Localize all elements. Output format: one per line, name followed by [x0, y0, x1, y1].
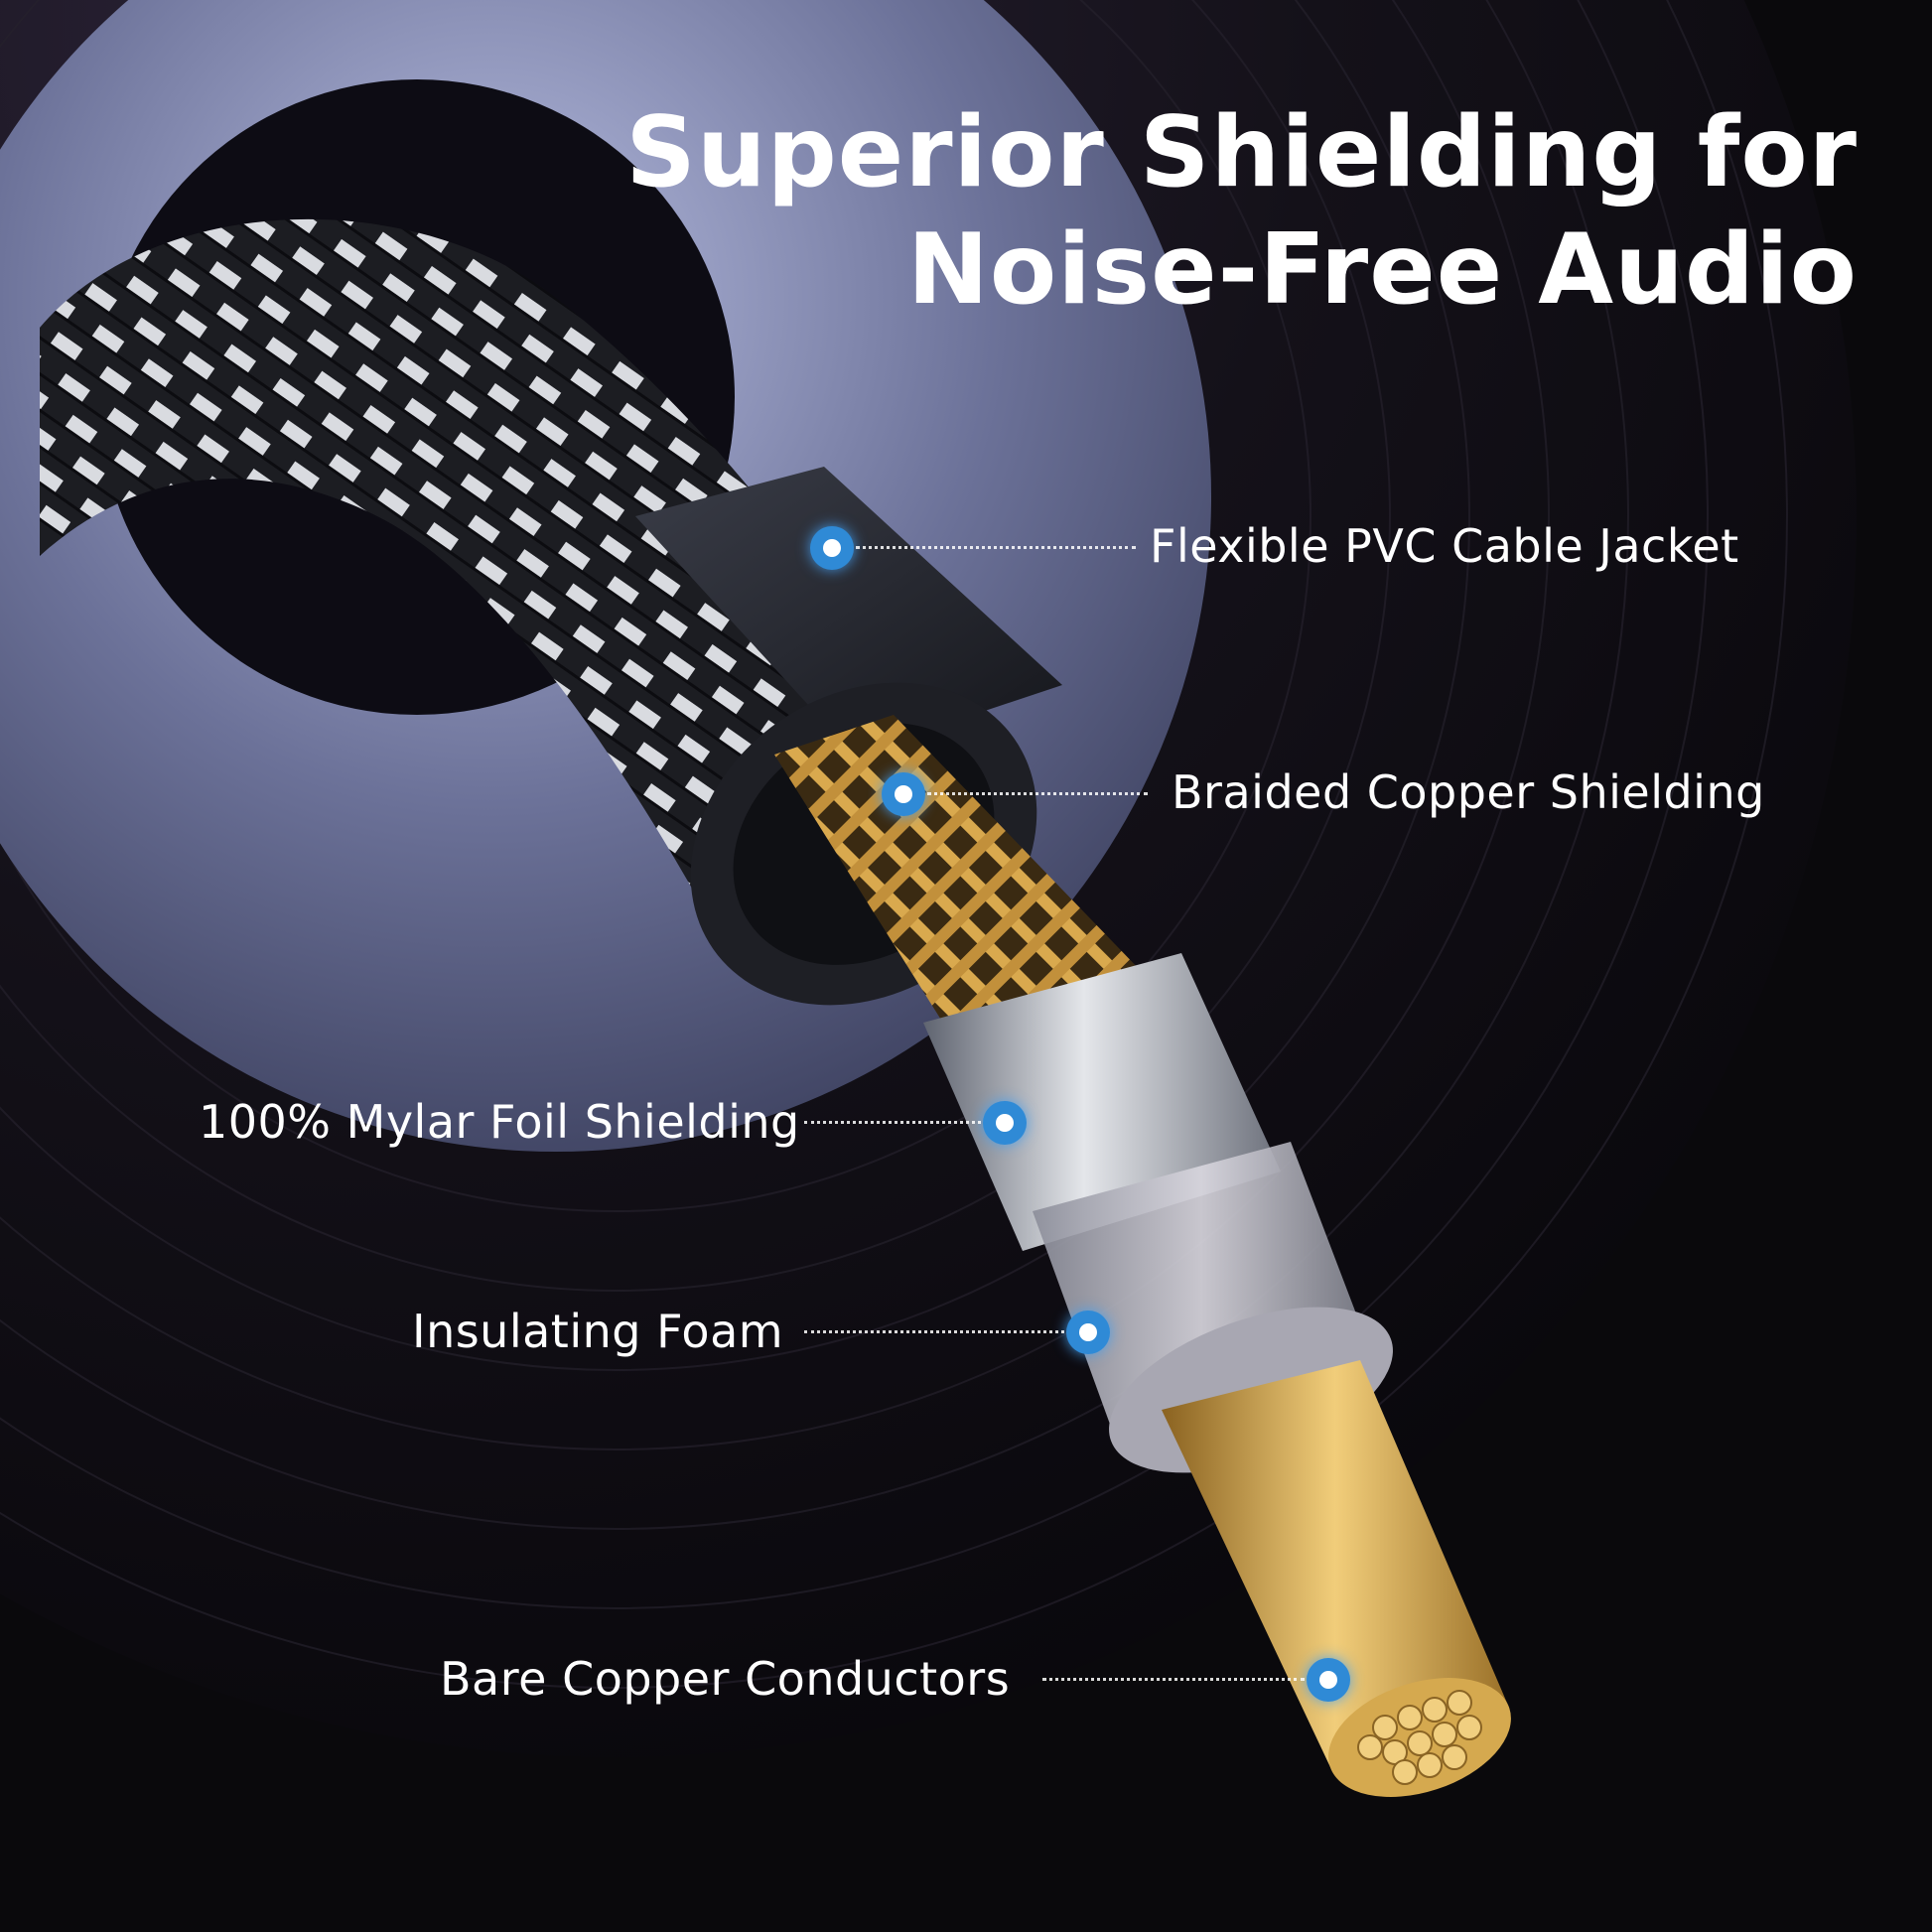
callout-marker-icon	[983, 1101, 1027, 1145]
callout-marker-icon	[1066, 1311, 1110, 1354]
callout-leader-line	[804, 1121, 981, 1124]
callout-bare-copper: Bare Copper Conductors	[440, 1652, 1011, 1706]
callout-insulating-foam: Insulating Foam	[412, 1305, 784, 1358]
headline-line-1: Superior Shielding for	[625, 96, 1858, 209]
callout-marker-icon	[810, 526, 854, 570]
callout-marker-icon	[1307, 1658, 1350, 1702]
headline-line-2: Noise-Free Audio	[906, 213, 1858, 327]
callout-mylar-foil: 100% Mylar Foil Shielding	[199, 1095, 800, 1149]
callout-marker-icon	[882, 772, 925, 816]
callout-pvc-jacket: Flexible PVC Cable Jacket	[1150, 519, 1739, 573]
callout-leader-line	[927, 792, 1148, 795]
callout-leader-line	[804, 1330, 1064, 1333]
callout-leader-line	[856, 546, 1136, 549]
callout-leader-line	[1042, 1678, 1305, 1681]
headline: Superior Shielding for Noise-Free Audio	[625, 94, 1858, 329]
callout-braided-shielding: Braided Copper Shielding	[1172, 765, 1765, 819]
